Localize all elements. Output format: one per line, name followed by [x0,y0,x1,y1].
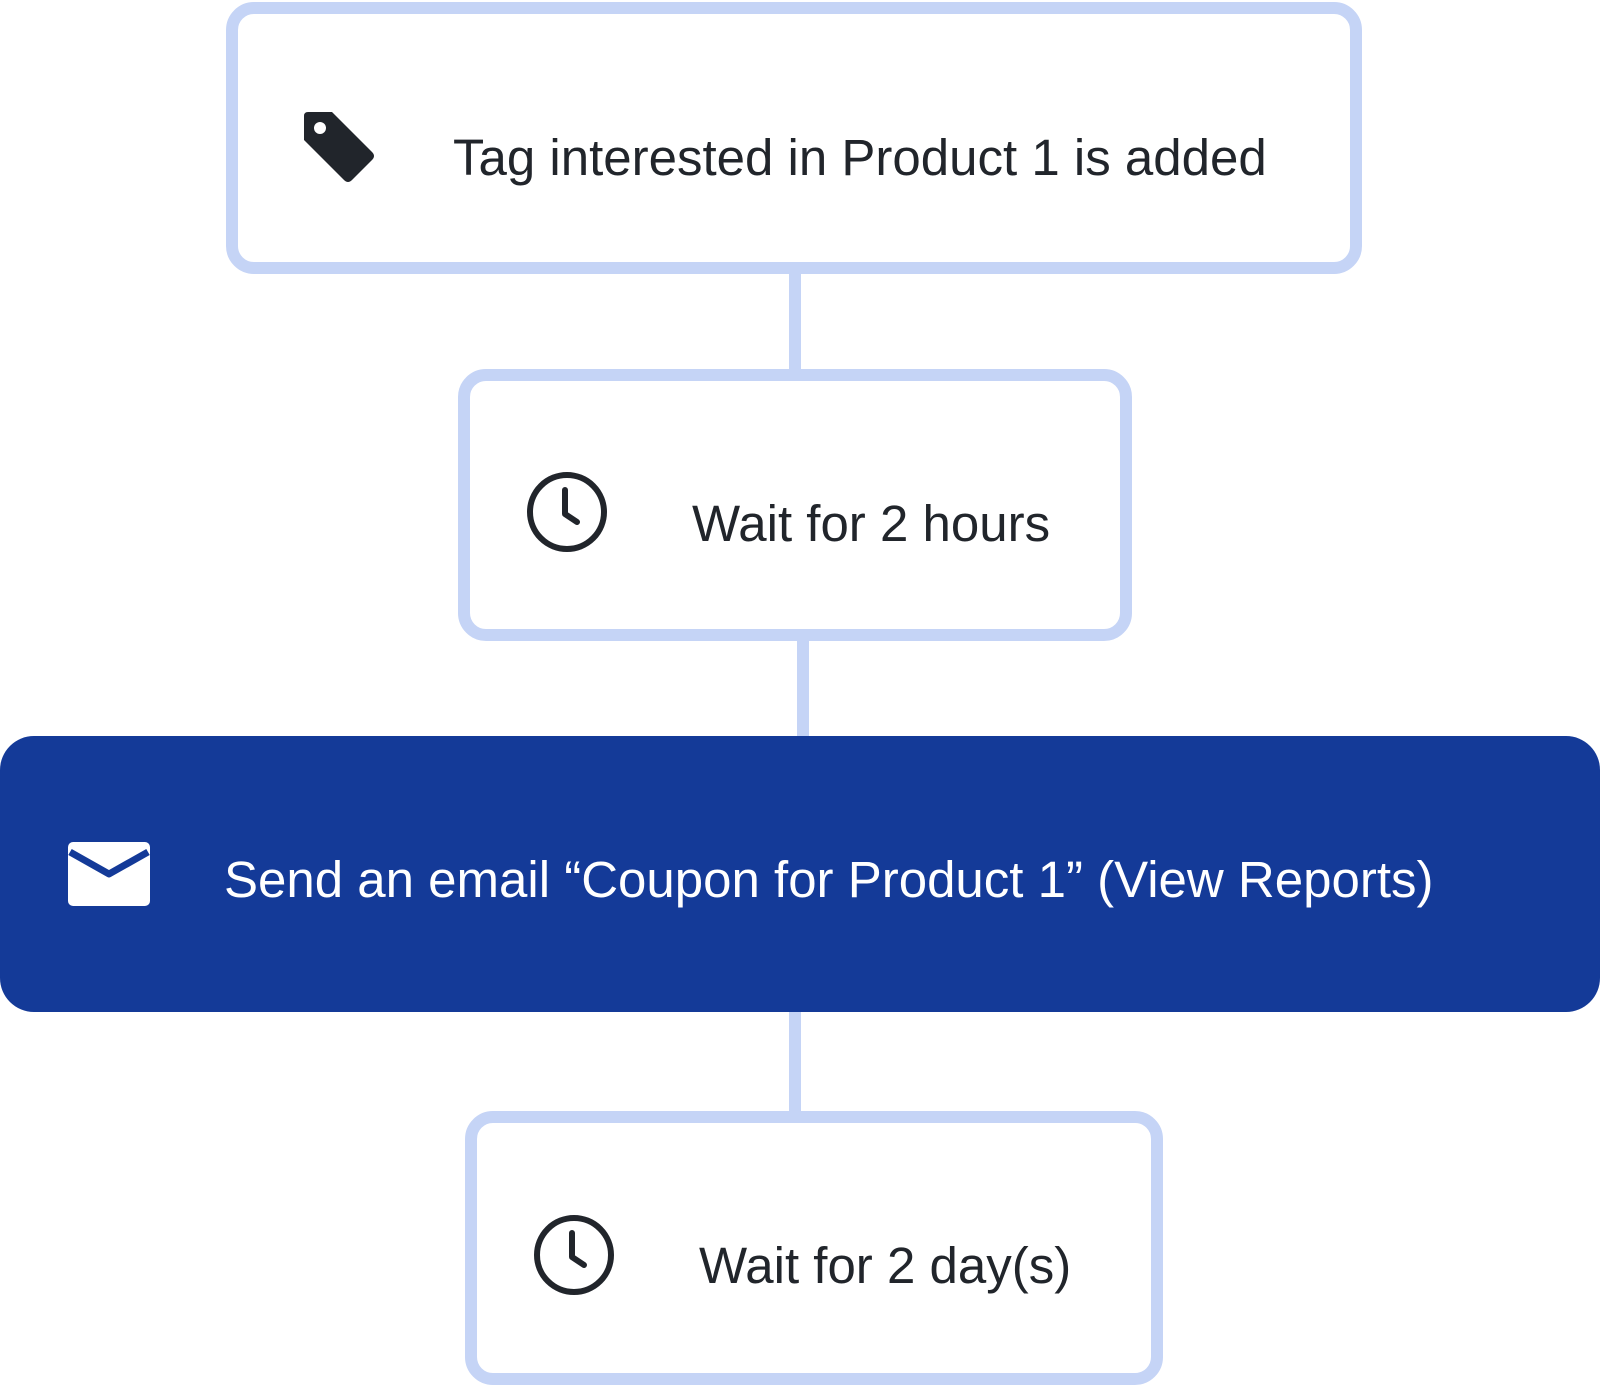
clock-icon [532,1213,616,1297]
envelope-icon [68,842,150,906]
connector-line [797,637,809,740]
clock-icon [525,470,609,554]
wait-step-2-days[interactable]: Wait for 2 day(s) [465,1111,1163,1385]
step-label: Send an email “Coupon for Product 1” (Vi… [224,851,1434,908]
wait-step-2-hours[interactable]: Wait for 2 hours [458,369,1132,641]
step-label: Wait for 2 hours [692,495,1051,552]
send-email-step[interactable]: Send an email “Coupon for Product 1” (Vi… [0,736,1600,1012]
trigger-step-tag-added[interactable]: Tag interested in Product 1 is added [226,2,1362,274]
step-label: Wait for 2 day(s) [699,1237,1072,1294]
connector-line [789,270,801,373]
tag-icon [298,104,378,184]
step-label: Tag interested in Product 1 is added [453,129,1267,186]
connector-line [789,1010,801,1115]
